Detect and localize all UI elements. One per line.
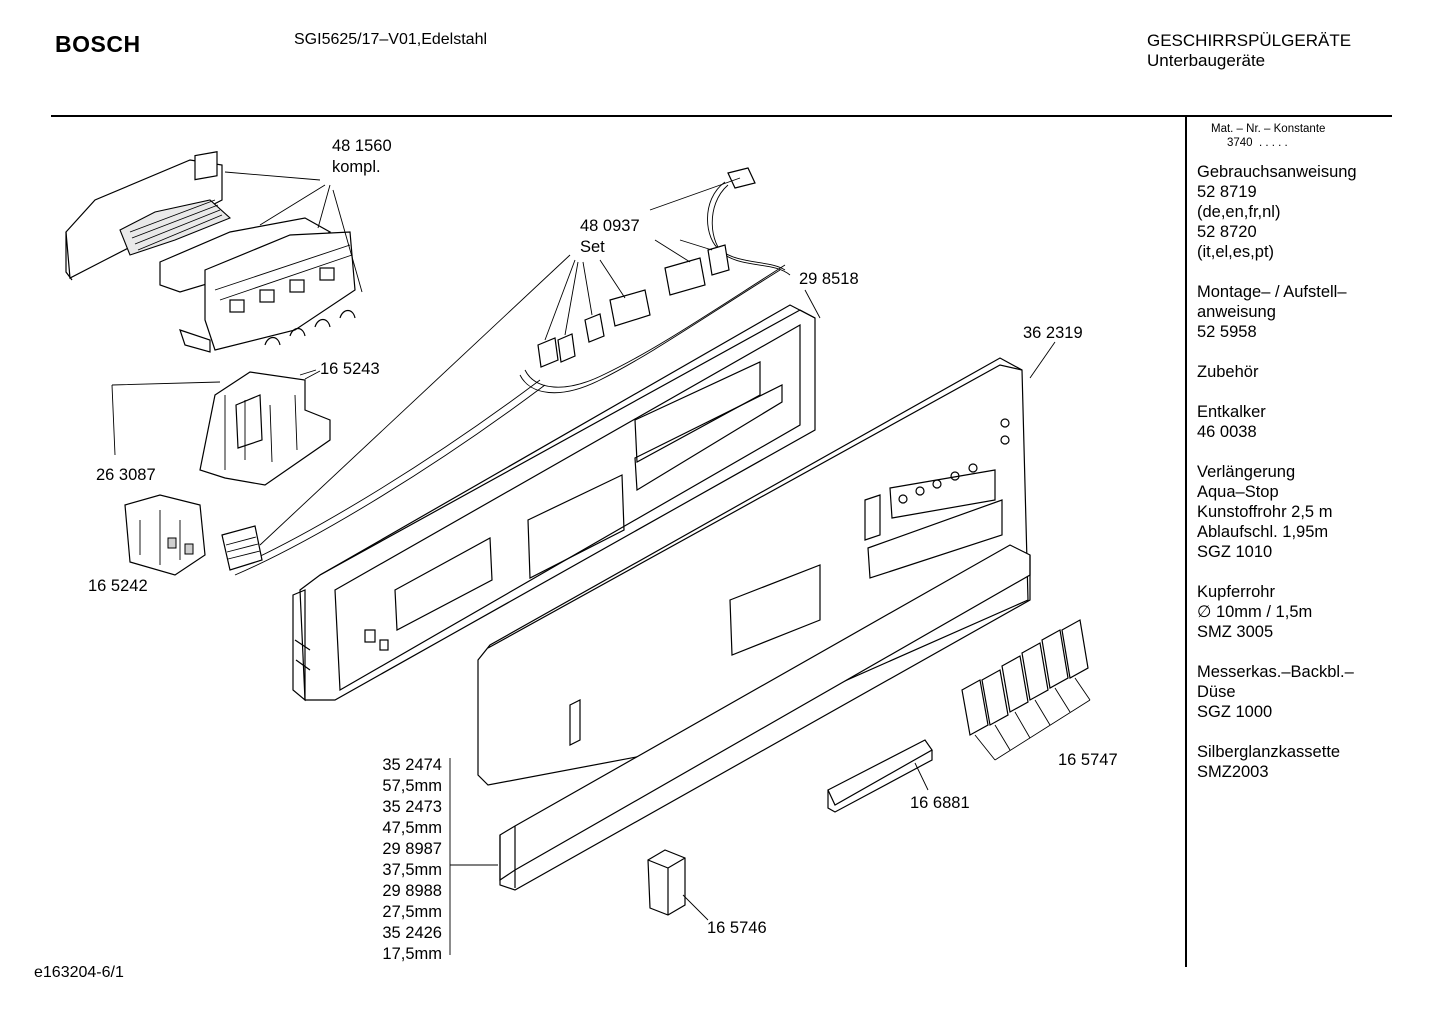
part-note: kompl.: [332, 158, 381, 176]
front-strip-sizes[interactable]: [450, 544, 1031, 891]
part-label-480937: 48 0937 Set: [580, 216, 640, 258]
part-label-165242: 16 5242: [88, 577, 148, 595]
frame-298518[interactable]: [292, 289, 821, 702]
sidebar-divider: [1185, 117, 1187, 967]
part-label-362319: 36 2319: [1023, 324, 1083, 342]
drawing-code: e163204-6/1: [34, 964, 124, 981]
size-entry: 37,5mm: [382, 861, 442, 879]
sidebar-line: Kupferrohr: [1197, 583, 1275, 601]
sidebar-group: Gebrauchsanweisung 52 8719 (de,en,fr,nl)…: [1197, 162, 1357, 262]
header-divider: [51, 115, 1392, 117]
sidebar-line: (de,en,fr,nl): [1197, 203, 1281, 221]
sidebar-group: Entkalker 46 0038: [1197, 402, 1357, 442]
part-label-298518: 29 8518: [799, 270, 859, 288]
size-entry: 17,5mm: [382, 945, 442, 963]
sidebar-group: Messerkas.–Backbl.– Düse SGZ 1000: [1197, 662, 1357, 722]
sidebar-line: Entkalker: [1197, 403, 1266, 421]
sidebar-group: Zubehör: [1197, 362, 1357, 382]
panel-362319[interactable]: [477, 341, 1056, 786]
housing-165243[interactable]: [199, 369, 331, 486]
size-entry: 57,5mm: [382, 777, 442, 795]
size-entry: 35 2426: [382, 924, 442, 942]
sidebar-line: 52 8720: [1197, 223, 1257, 241]
size-entry: 35 2473: [382, 798, 442, 816]
exploded-view-drawing: [65, 151, 1091, 955]
part-label-165243: 16 5243: [320, 360, 380, 378]
strip-166881[interactable]: [827, 739, 933, 813]
brand-logo: BOSCH: [55, 31, 141, 57]
sidebar-line: Zubehör: [1197, 363, 1259, 381]
part-number: 48 0937: [580, 217, 640, 235]
sidebar-line: Ablaufschl. 1,95m: [1197, 523, 1329, 541]
part-number: 48 1560: [332, 137, 392, 155]
sidebar-line: (it,el,es,pt): [1197, 243, 1275, 261]
sidebar-line: 52 5958: [1197, 323, 1257, 341]
size-entry: 47,5mm: [382, 819, 442, 837]
mat-value-number: 3740: [1227, 137, 1253, 149]
mat-label: Mat. – Nr. – Konstante: [1211, 123, 1326, 135]
model-number: SGI5625/17–V01,Edelstahl: [294, 31, 488, 48]
sidebar-group: Verlängerung Aqua–Stop Kunstoffrohr 2,5 …: [1197, 462, 1357, 562]
sidebar-group: Kupferrohr ∅ 10mm / 1,5m SMZ 3005: [1197, 582, 1357, 642]
sidebar-line: Messerkas.–Backbl.–: [1197, 663, 1354, 681]
sidebar-line: SMZ 3005: [1197, 623, 1274, 641]
category-heading: GESCHIRRSPÜLGERÄTE Unterbaugeräte: [1147, 31, 1351, 71]
sidebar-group: Montage– / Aufstell– anweisung 52 5958: [1197, 282, 1357, 342]
sidebar-line: ∅ 10mm / 1,5m: [1197, 603, 1313, 621]
sidebar-line: SGZ 1010: [1197, 543, 1273, 561]
sidebar-line: 46 0038: [1197, 423, 1257, 441]
size-entry: 27,5mm: [382, 903, 442, 921]
sidebar-line: Silberglanzkassette: [1197, 743, 1341, 761]
mat-value: 3740 . . . . .: [1227, 136, 1357, 150]
sidebar-line: SMZ2003: [1197, 763, 1269, 781]
cable-set-480937[interactable]: [221, 167, 791, 576]
size-list: 35 2474 57,5mm 35 2473 47,5mm 29 8987 37…: [374, 755, 442, 965]
switch-block-165242[interactable]: [124, 494, 206, 576]
buttons-165747[interactable]: [961, 619, 1091, 761]
part-label-481560: 48 1560 kompl.: [332, 136, 392, 178]
size-entry: 35 2474: [382, 756, 442, 774]
mat-value-dots: . . . . .: [1258, 137, 1288, 149]
size-entry: 29 8987: [382, 840, 442, 858]
leader-lines: [111, 370, 321, 456]
part-label-165746: 16 5746: [707, 919, 767, 937]
electronics-module-481560[interactable]: [65, 151, 363, 353]
category-line-2: Unterbaugeräte: [1147, 51, 1266, 70]
category-line-1: GESCHIRRSPÜLGERÄTE: [1147, 31, 1352, 50]
accessory-sidebar: Mat. – Nr. – Konstante 3740 . . . . . Ge…: [1197, 122, 1357, 782]
sidebar-line: SGZ 1000: [1197, 703, 1273, 721]
sidebar-group: Silberglanzkassette SMZ2003: [1197, 742, 1357, 782]
part-note: Set: [580, 238, 605, 256]
sidebar-line: Verlängerung: [1197, 463, 1296, 481]
sidebar-line: Aqua–Stop: [1197, 483, 1279, 501]
part-label-165747: 16 5747: [1058, 751, 1118, 769]
part-label-166881: 16 6881: [910, 794, 970, 812]
block-165746[interactable]: [647, 849, 709, 921]
sidebar-line: Gebrauchsanweisung: [1197, 163, 1357, 181]
size-entry: 29 8988: [382, 882, 442, 900]
sidebar-line: anweisung: [1197, 303, 1276, 321]
sidebar-line: Kunstoffrohr 2,5 m: [1197, 503, 1333, 521]
sidebar-line: Düse: [1197, 683, 1236, 701]
part-label-263087: 26 3087: [96, 466, 156, 484]
sidebar-line: Montage– / Aufstell–: [1197, 283, 1347, 301]
sidebar-line: 52 8719: [1197, 183, 1257, 201]
